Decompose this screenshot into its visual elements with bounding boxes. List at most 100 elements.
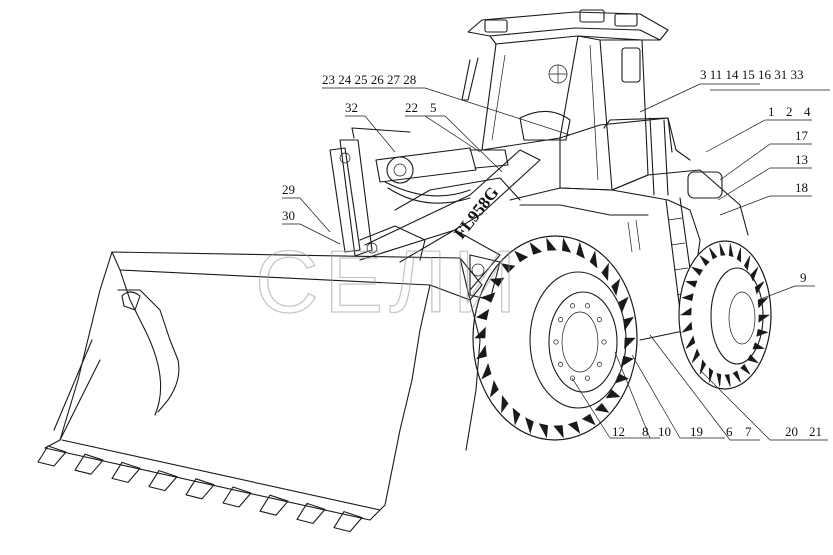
bucket — [37, 251, 483, 533]
lug-nut — [584, 303, 590, 309]
tire-lug — [724, 374, 731, 387]
callout-20: 20 — [785, 424, 798, 439]
tire-lug — [732, 370, 741, 383]
callout-leaders — [282, 83, 830, 441]
bucket-tooth — [222, 486, 252, 508]
tire-lug — [481, 363, 492, 380]
tire-lug — [709, 247, 718, 260]
tire-lug — [553, 425, 564, 439]
callout-6: 6 — [726, 424, 733, 439]
lug-nut — [596, 317, 602, 323]
callout-9: 9 — [800, 270, 807, 285]
tire-lug — [736, 247, 742, 263]
tire-lug — [699, 359, 707, 375]
callout-3-11-14-15-16-31-33: 3 11 14 15 16 31 33 — [700, 67, 804, 82]
callout-21: 21 — [809, 424, 822, 439]
bucket-tooth — [185, 478, 215, 500]
tire-lug — [708, 367, 714, 383]
callout-labels: 3 11 14 15 16 31 33 23 24 25 26 27 28 32… — [282, 67, 822, 439]
tire-lug — [747, 354, 759, 364]
tire-lug — [501, 395, 509, 414]
lug-nut — [596, 361, 602, 367]
callout-22: 22 — [405, 100, 418, 115]
tire-lug — [538, 423, 549, 439]
bucket-tooth — [74, 453, 104, 475]
lug-nut — [558, 317, 564, 323]
tire-lug — [525, 417, 534, 435]
tire-lug — [681, 293, 694, 302]
tire-lug — [605, 389, 621, 399]
callout-32: 32 — [345, 100, 358, 115]
bucket-tooth — [37, 445, 67, 467]
bucket-tooth — [111, 461, 141, 483]
callout-2: 2 — [786, 104, 793, 119]
tire-lug — [618, 296, 629, 313]
callout-13: 13 — [795, 152, 808, 167]
tire-lug — [624, 337, 636, 350]
tire-lug — [529, 242, 543, 255]
tire-lug — [589, 250, 598, 269]
tire-lug — [500, 263, 516, 274]
lug-nut — [601, 339, 607, 345]
tire-lug — [476, 308, 490, 321]
bucket-tooth — [296, 502, 326, 524]
tire-lug — [754, 281, 765, 295]
tire-lug — [489, 379, 499, 398]
front-wheel — [472, 235, 638, 441]
tire-lug — [567, 421, 581, 434]
callout-4: 4 — [804, 104, 811, 119]
tire-lug — [620, 355, 634, 368]
tire-lug — [514, 250, 529, 263]
tire-lug — [681, 321, 693, 333]
tire-lug — [752, 342, 765, 350]
tire-lug — [576, 241, 585, 259]
callout-17: 17 — [795, 128, 809, 143]
tire-lug — [743, 255, 751, 271]
tire-lug — [611, 278, 621, 297]
tire-lug — [561, 237, 572, 253]
tire-lug — [756, 328, 769, 337]
tire-lug — [685, 335, 696, 349]
callout-29: 29 — [282, 182, 295, 197]
lug-nut — [584, 375, 590, 381]
callout-30: 30 — [282, 208, 295, 223]
callout-1: 1 — [768, 104, 775, 119]
tire-lug — [512, 407, 521, 426]
lift-arms — [329, 127, 541, 301]
tire-lug — [685, 280, 698, 288]
lug-nut — [570, 375, 576, 381]
callout-12: 12 — [612, 424, 625, 439]
tire-lug — [581, 413, 596, 426]
tire-lug — [691, 348, 700, 363]
tire-lug — [757, 297, 769, 309]
tire-lug — [750, 267, 759, 282]
bucket-tooth — [148, 470, 178, 492]
callout-23-28: 23 24 25 26 27 28 — [322, 72, 416, 87]
callout-19: 19 — [690, 424, 703, 439]
tire-lug — [719, 243, 726, 256]
callout-5: 5 — [430, 100, 437, 115]
lug-nut — [553, 339, 559, 345]
lug-nut — [570, 303, 576, 309]
tire-lug — [546, 237, 557, 251]
tire-lug — [716, 372, 722, 387]
tire-lug — [680, 307, 692, 316]
callout-18: 18 — [795, 180, 808, 195]
callout-7: 7 — [745, 424, 752, 439]
lug-nut — [558, 361, 564, 367]
bucket-tooth — [333, 511, 363, 533]
tire-lug — [699, 255, 710, 267]
callout-8: 8 — [642, 424, 649, 439]
bucket-tooth — [259, 494, 289, 516]
callout-10: 10 — [658, 424, 671, 439]
tire-lug — [728, 243, 734, 258]
tire-lug — [740, 363, 751, 375]
tire-lug — [594, 402, 610, 413]
tire-lug — [623, 316, 634, 331]
tire-lug — [614, 373, 629, 384]
tire-lug — [691, 266, 703, 276]
tire-lug — [601, 262, 609, 281]
watermark: СЕЛИ — [255, 232, 522, 331]
